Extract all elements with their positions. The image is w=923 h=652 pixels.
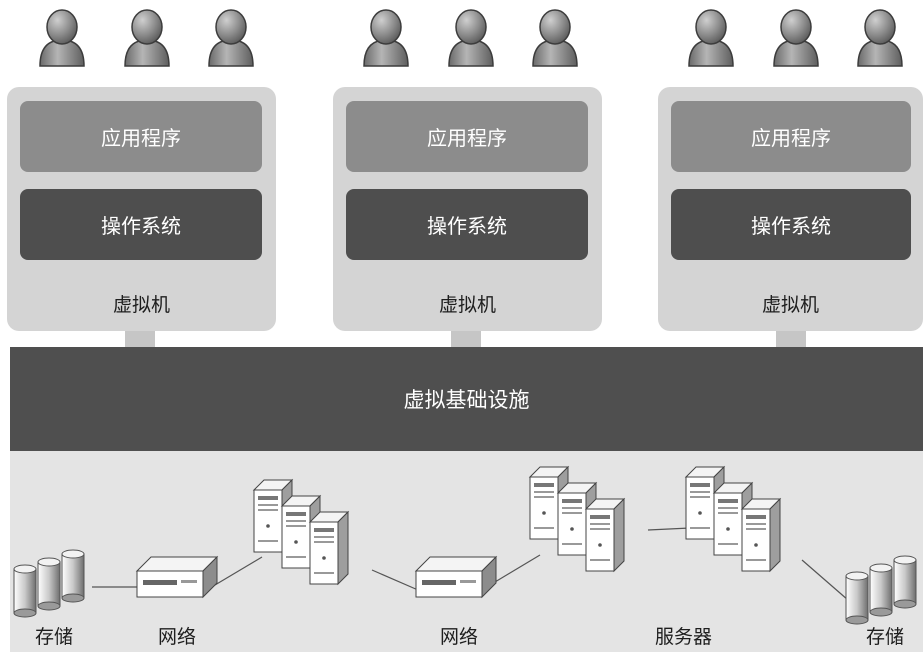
storage-icon [869, 563, 893, 617]
server-icon [585, 498, 625, 572]
network-label: 网络 [158, 626, 197, 648]
vm-label: 虚拟机 [761, 294, 819, 316]
server-icon [309, 511, 349, 585]
storage-icon [893, 555, 917, 609]
operating-system-block: 操作系统 [346, 189, 588, 260]
network-label: 网络 [440, 626, 479, 648]
operating-system-block: 操作系统 [20, 189, 262, 260]
application-block: 应用程序 [671, 101, 911, 172]
storage-icon [37, 557, 61, 611]
application-block: 应用程序 [346, 101, 588, 172]
storage-label: 存储 [866, 626, 905, 648]
vm-connector [451, 331, 481, 347]
storage-icon [845, 571, 869, 625]
application-block: 应用程序 [20, 101, 262, 172]
servers-label: 服务器 [655, 626, 713, 648]
storage-icon [13, 564, 37, 618]
vm-label: 虚拟机 [112, 294, 170, 316]
virtual-machine-3: 应用程序 操作系统 虚拟机 [658, 87, 923, 331]
vm-connector [776, 331, 806, 347]
vm-label: 虚拟机 [438, 294, 496, 316]
virtual-machine-2: 应用程序 操作系统 虚拟机 [333, 87, 602, 331]
server-icon [741, 498, 781, 572]
virtual-machine-1: 应用程序 操作系统 虚拟机 [7, 87, 276, 331]
vm-connector [125, 331, 155, 347]
storage-label: 存储 [35, 626, 74, 648]
operating-system-block: 操作系统 [671, 189, 911, 260]
storage-icon [61, 549, 85, 603]
network-switch-icon [136, 556, 218, 598]
virtual-infrastructure-layer: 虚拟基础设施 [10, 347, 923, 451]
network-switch-icon [415, 556, 497, 598]
